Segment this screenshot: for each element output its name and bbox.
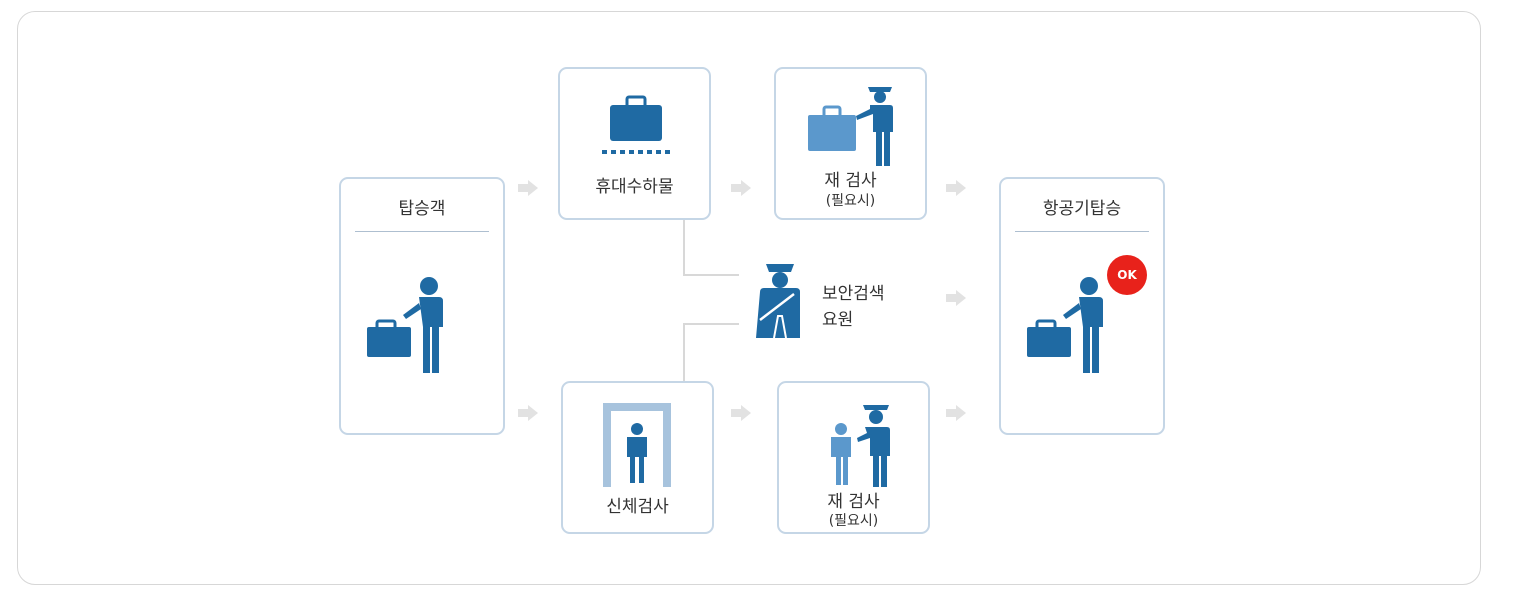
- divider: [355, 231, 489, 232]
- ok-badge: OK: [1107, 255, 1147, 295]
- security-staff-line2: 요원: [822, 310, 854, 330]
- divider: [1015, 231, 1149, 232]
- recheck-body-box: 재 검사 (필요시): [777, 381, 930, 534]
- diagram-frame: [17, 11, 1481, 585]
- arrow-right-icon: [731, 180, 751, 196]
- passenger-box: 탑승객: [339, 177, 505, 435]
- officer-checking-bag-icon: [808, 87, 893, 166]
- recheck-body-sub: (필요시): [828, 513, 879, 529]
- arrow-right-icon: [518, 180, 538, 196]
- arrow-right-icon: [731, 405, 751, 421]
- body-check-box: 신체검사: [561, 381, 714, 534]
- suitcase-on-conveyor-icon: [602, 95, 670, 154]
- connector-line: [683, 323, 739, 325]
- security-officer-icon: [756, 264, 800, 339]
- connector-line: [683, 323, 685, 383]
- person-with-suitcase-icon: [1027, 277, 1103, 373]
- recheck-bag-box: 재 검사 (필요시): [774, 67, 927, 220]
- security-staff-line1: 보안검색: [822, 284, 885, 304]
- recheck-bag-sub: (필요시): [825, 193, 876, 209]
- boarding-label: 항공기탑승: [1042, 199, 1122, 219]
- arrow-right-icon: [518, 405, 538, 421]
- recheck-body-label: 재 검사: [827, 492, 880, 512]
- boarding-box: 항공기탑승 OK: [999, 177, 1165, 435]
- recheck-bag-label: 재 검사: [824, 171, 877, 191]
- arrow-right-icon: [946, 405, 966, 421]
- carry-on-label: 휴대수하물: [595, 177, 674, 197]
- passenger-label: 탑승객: [398, 199, 446, 219]
- officer-checking-person-icon: [831, 405, 890, 487]
- metal-detector-gate-icon: [603, 403, 671, 487]
- arrow-right-icon: [946, 180, 966, 196]
- connector-line: [683, 274, 739, 276]
- carry-on-box: 휴대수하물: [558, 67, 711, 220]
- connector-line: [683, 218, 685, 276]
- arrow-right-icon: [946, 290, 966, 306]
- ok-badge-text: OK: [1117, 268, 1137, 282]
- body-check-label: 신체검사: [606, 497, 669, 517]
- person-with-suitcase-icon: [367, 277, 443, 373]
